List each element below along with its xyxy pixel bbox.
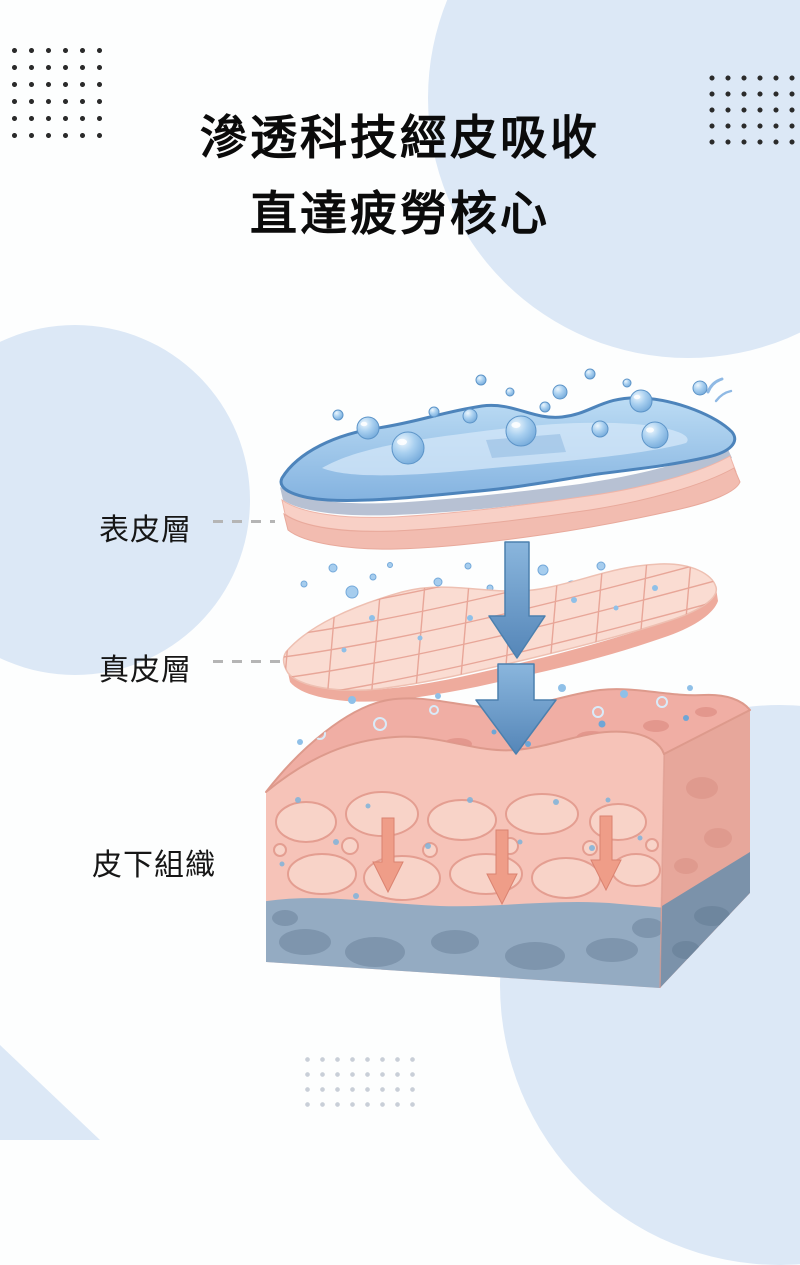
label-subcutaneous: 皮下組織 <box>92 849 216 882</box>
fat-cells <box>273 791 661 901</box>
dot-grid-top-right <box>704 70 800 150</box>
title-line-2: 直達疲勞核心 <box>250 187 550 240</box>
subcutaneous-layer <box>265 684 751 989</box>
absorption-arrow-lower <box>475 663 557 755</box>
epidermis-layer <box>279 377 741 550</box>
title-line-1: 滲透科技經皮吸收 <box>200 111 600 164</box>
leader-dash-epidermis <box>213 520 275 523</box>
dot-grid-bottom <box>300 1052 424 1108</box>
label-dermis: 真皮層 <box>99 654 192 687</box>
page-title: 滲透科技經皮吸收 直達疲勞核心 <box>0 100 800 252</box>
absorption-arrow-upper <box>488 541 546 659</box>
absorption-arrows <box>475 541 557 755</box>
tissue-droplet-dots <box>279 797 643 899</box>
skin-layers-illustration <box>265 368 751 989</box>
block-top-droplets <box>297 684 693 745</box>
dot-grid-top-left <box>6 42 106 142</box>
leader-dash-dermis <box>213 660 283 663</box>
inner-absorption-arrows <box>372 815 622 906</box>
surface-droplets <box>332 368 708 465</box>
label-epidermis: 表皮層 <box>99 514 192 547</box>
